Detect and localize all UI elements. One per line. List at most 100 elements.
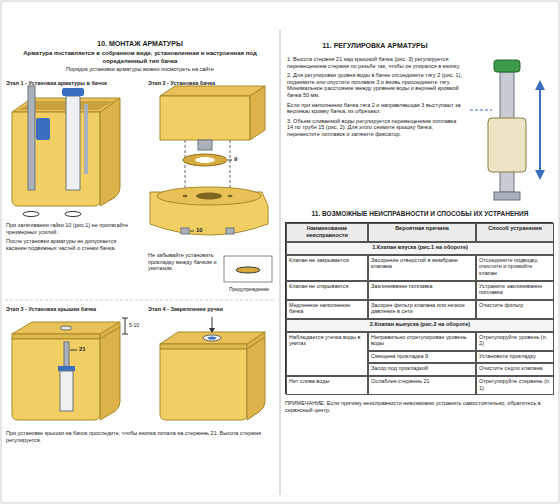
table-cell: Засорен фильтр клапана или низкое давлен… xyxy=(368,300,476,319)
table-cell: Ослаблен стержень 21 xyxy=(368,376,476,395)
table-cell: Клапан не закрывается xyxy=(286,255,368,281)
table-cell: Очистите фильтр xyxy=(476,300,554,319)
cell-text: Засорение отверстий в мембране клапана xyxy=(371,257,473,270)
table-cell: Засорение отверстий в мембране клапана xyxy=(368,255,476,281)
dimension: 5-10 xyxy=(129,322,147,328)
cell-text: Клапан не открывается xyxy=(289,283,365,290)
rod xyxy=(64,342,69,368)
section-heading: 10. МОНТАЖ АРМАТУРЫ xyxy=(20,40,260,48)
button xyxy=(60,326,72,330)
float xyxy=(36,118,50,140)
cell-text: Вероятная причина xyxy=(371,225,473,232)
table-cell: Смещена прокладка 9 xyxy=(368,351,476,364)
table-header-cell: Наименование неисправности xyxy=(286,223,368,242)
table-cell: Заклинивание поплавка xyxy=(368,281,476,300)
table-cell: Медленное наполнение бачка xyxy=(286,300,368,319)
bowl-top xyxy=(157,187,261,205)
dimension-line xyxy=(125,318,126,334)
leader-line xyxy=(70,350,77,351)
cell-text: Очистите фильтр xyxy=(479,302,551,309)
bolt-hole xyxy=(183,195,188,197)
seal-hole xyxy=(195,157,215,163)
stage3-cistern xyxy=(12,318,128,420)
instruction-text: 3. Объем сливаемой воды регулируется пер… xyxy=(287,118,463,138)
cistern-top xyxy=(160,86,265,96)
cell-text: Отсоедините подводку, очистите и промойт… xyxy=(479,257,551,277)
table-title: 11. ВОЗМОЖНЫЕ НЕИСПРАВНОСТИ И СПОСОБЫ ИХ… xyxy=(286,210,554,217)
intro-text: Арматура поставляется в собранном виде, … xyxy=(20,50,260,64)
cistern-side xyxy=(100,327,120,420)
cell-text: Отрегулируйте стержень (п. 1) xyxy=(479,378,551,391)
lid-front xyxy=(12,334,100,339)
table-cell: Нет слива воды xyxy=(286,376,368,395)
arrow-head xyxy=(209,328,215,333)
leader-line xyxy=(228,160,232,161)
stage-title: Этап 1 - Установка арматуры в бачок xyxy=(6,80,144,87)
gasket xyxy=(23,212,39,217)
cell-text: Смещена прокладка 9 xyxy=(371,353,473,360)
valve-base xyxy=(494,192,520,200)
cistern-side xyxy=(100,98,120,206)
table-cell: Клапан не открывается xyxy=(286,281,368,300)
overflow-tube xyxy=(84,104,88,174)
note-text: Не забывайте установить прокладку между … xyxy=(148,252,220,272)
cell-text: Ослаблен стержень 21 xyxy=(371,378,473,385)
cell-text: Способ устранения xyxy=(479,225,551,232)
table-cell: Засор под прокладкой xyxy=(368,363,476,376)
cell-text: Засор под прокладкой xyxy=(371,365,473,372)
dimension-tick xyxy=(122,318,128,319)
cell-text: Отрегулируйте уровень (п. 2) xyxy=(479,334,551,347)
gasket xyxy=(65,212,81,217)
stage-title: Этап 2 - Установка бачка xyxy=(148,80,274,87)
section-heading: 11. РЕГУЛИРОВКА АРМАТУРЫ xyxy=(287,42,463,50)
bolt-hole xyxy=(228,195,233,197)
press-arrow xyxy=(212,317,213,329)
stage-title: Этап 3 - Установка крышки бачка xyxy=(6,306,144,313)
stage4-cistern xyxy=(160,317,265,420)
arrow-head xyxy=(535,80,545,90)
dimension-tick xyxy=(122,334,128,335)
bowl-hole xyxy=(196,193,222,200)
table-cell: Неправильно отрегулирован уровень воды xyxy=(368,332,476,351)
instruction-text: 1. Высота стержня 21 над крышкой бачка (… xyxy=(287,56,463,69)
drain-valve xyxy=(60,371,73,411)
nut xyxy=(181,228,189,234)
water-level xyxy=(470,110,492,111)
cell-text: Устраните заклинивание поплавка xyxy=(479,283,551,296)
gasket xyxy=(236,267,260,273)
table-section-row: 1.Клапан впуска (рис.1 на обороте) xyxy=(286,242,554,255)
instruction-text: 2. Для регулировки уровня воды в бачке о… xyxy=(287,72,463,98)
intro-text: Порядок установки арматуры можно посмотр… xyxy=(20,66,260,73)
fill-valve xyxy=(28,86,35,190)
valve-illustration xyxy=(470,60,545,200)
cistern-side xyxy=(250,86,265,140)
note-text: При установке крышки на бачок проследите… xyxy=(6,430,274,443)
outlet xyxy=(198,140,212,150)
cistern-front xyxy=(160,349,247,420)
leader-line xyxy=(190,231,194,232)
fault-table: 11. ВОЗМОЖНЫЕ НЕИСПРАВНОСТИ И СПОСОБЫ ИХ… xyxy=(285,222,553,394)
cistern-side xyxy=(247,337,265,420)
drain-cap xyxy=(62,88,84,96)
warning-label: Предупреждение xyxy=(222,286,276,292)
table-cell: Очистите седло клапана xyxy=(476,363,554,376)
cell-text: Неправильно отрегулирован уровень воды xyxy=(371,334,473,347)
callout-number: 9 xyxy=(234,156,246,163)
page-divider xyxy=(280,30,281,495)
table-section-row: 2.Клапан выпуска (рис.2 на обороте) xyxy=(286,319,554,332)
table-header-cell: Способ устранения xyxy=(476,223,554,242)
stage1-cistern xyxy=(12,86,120,217)
cell-text: Заклинивание поплавка xyxy=(371,283,473,290)
arrow-head xyxy=(535,170,545,180)
drain-cap xyxy=(58,366,75,371)
cell-text: Наблюдается утечка воды в унитаз xyxy=(289,334,365,347)
button xyxy=(203,335,221,341)
stage-title: Этап 4 - Закрепление ручки xyxy=(148,306,274,313)
lid-front xyxy=(160,344,247,349)
lid-side xyxy=(247,332,265,349)
instruction-text: Если при наполнении бачка тяга 2 и напра… xyxy=(287,102,463,115)
note-text: При затягивании гайки 10 (рис.1) не прил… xyxy=(6,222,136,235)
cell-text: Засорен фильтр клапана или низкое давлен… xyxy=(371,302,473,315)
table-cell: Отсоедините подводку, очистите и промойт… xyxy=(476,255,554,281)
